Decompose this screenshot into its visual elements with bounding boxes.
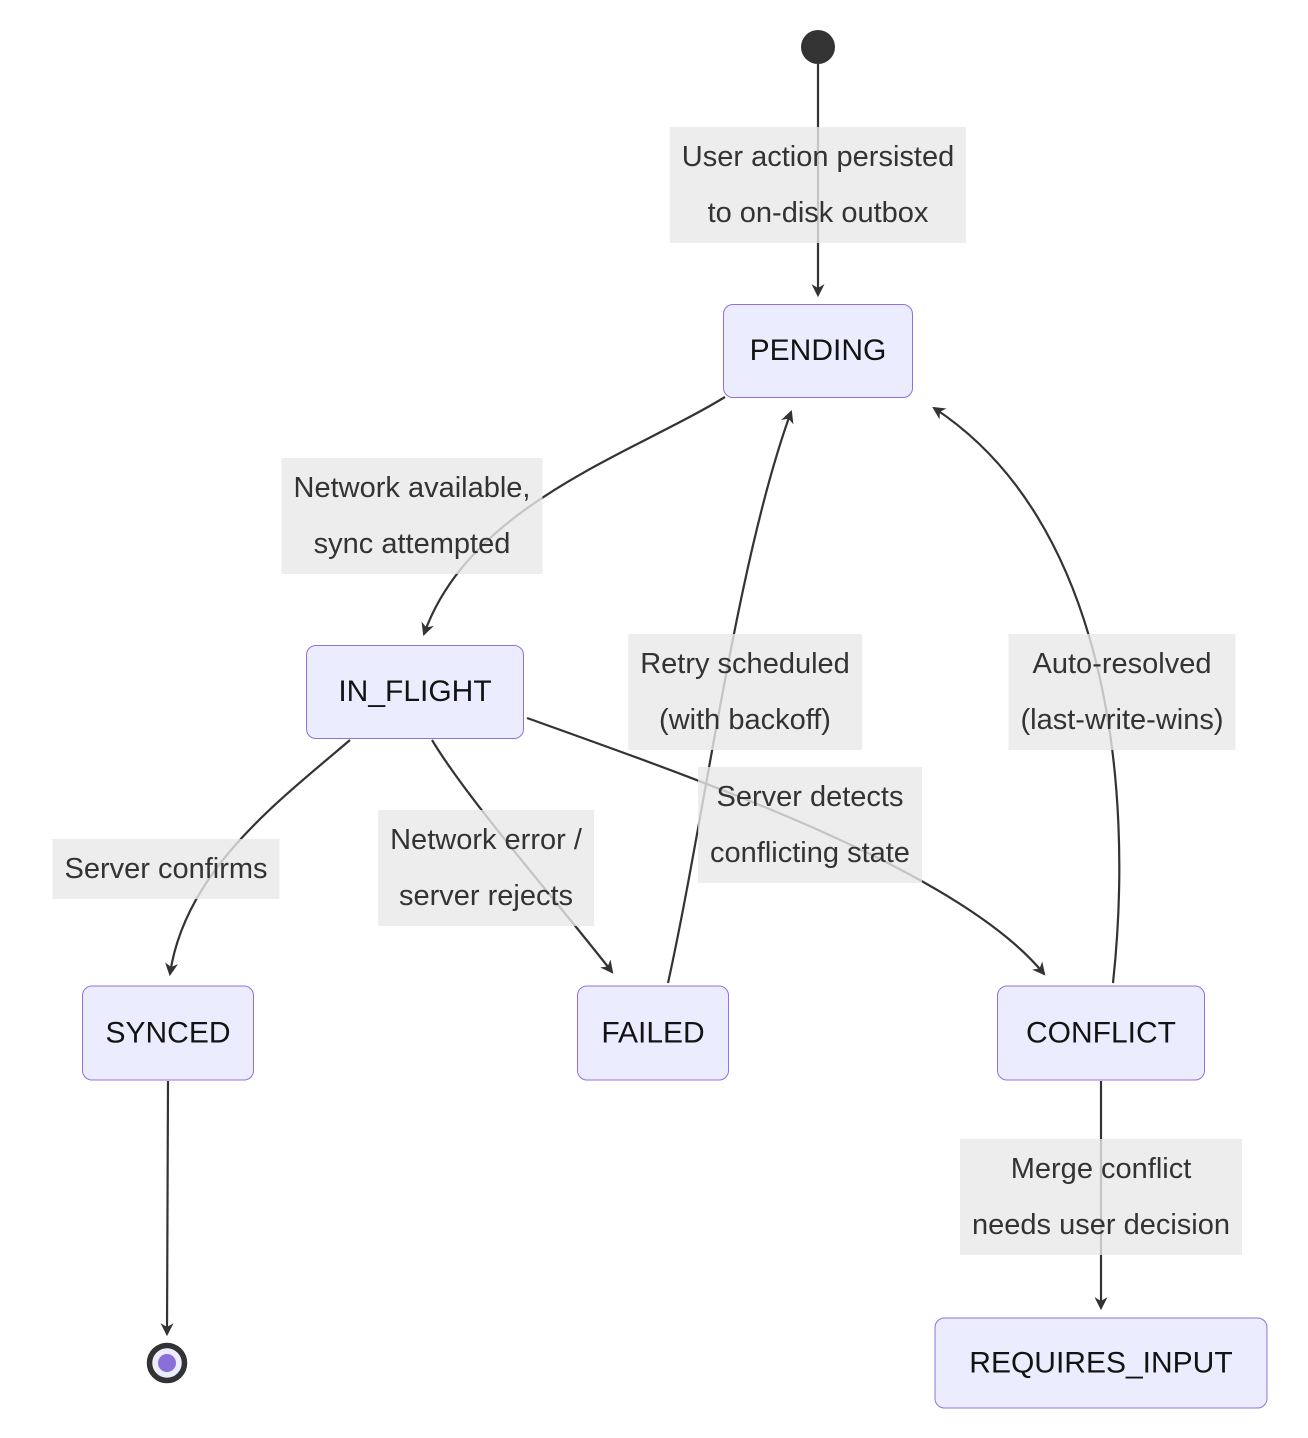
edge-label-in-flight-to-synced: Server confirms	[52, 839, 280, 899]
edge-label-line: Server confirms	[64, 853, 268, 885]
edge-label-failed-to-pending: Retry scheduled (with backoff)	[628, 634, 862, 750]
edge-label-line: server rejects	[398, 880, 574, 912]
state-node-label: FAILED	[601, 1016, 705, 1049]
state-node-synced: SYNCED	[82, 985, 254, 1081]
edge-label-in-flight-to-failed: Network error / server rejects	[378, 810, 594, 926]
state-node-label: CONFLICT	[1026, 1016, 1176, 1049]
edge-label-line: Network error /	[390, 824, 582, 856]
edge-label-line: User action persisted	[681, 141, 955, 173]
state-node-requires-input: REQUIRES_INPUT	[934, 1317, 1268, 1409]
start-state-dot	[801, 30, 835, 64]
edge-label-line: sync attempted	[313, 528, 511, 560]
state-node-label: PENDING	[749, 334, 887, 367]
edge-label-conflict-to-requires-input: Merge conflict needs user decision	[960, 1139, 1242, 1255]
edge-label-line: (with backoff)	[659, 704, 831, 736]
edge-label-line: Auto-resolved	[1032, 648, 1212, 680]
edge-label-conflict-to-pending: Auto-resolved (last-write-wins)	[1008, 634, 1236, 750]
edge-label-line: Server detects	[716, 781, 904, 813]
state-node-failed: FAILED	[577, 985, 729, 1081]
state-node-in-flight: IN_FLIGHT	[306, 645, 524, 739]
edge-synced-to-end	[160, 1080, 174, 1337]
edge-label-line: Merge conflict	[1010, 1153, 1192, 1185]
state-node-conflict: CONFLICT	[997, 985, 1205, 1081]
edge-label-line: Network available,	[293, 472, 531, 504]
edge-label-pending-to-in-flight: Network available, sync attempted	[281, 458, 543, 574]
state-node-label: REQUIRES_INPUT	[969, 1346, 1233, 1379]
edge-label-line: to on-disk outbox	[707, 197, 929, 229]
state-node-pending: PENDING	[723, 304, 913, 398]
edge-label-in-flight-to-conflict: Server detects conflicting state	[698, 767, 922, 883]
edge-label-line: Retry scheduled	[640, 648, 850, 680]
edge-label-line: (last-write-wins)	[1020, 704, 1224, 736]
edge-label-line: needs user decision	[972, 1209, 1230, 1241]
state-node-label: SYNCED	[105, 1016, 231, 1049]
edge-pending-to-in-flight	[421, 396, 726, 637]
final-state-icon	[146, 1342, 188, 1384]
edge-label-line: conflicting state	[710, 837, 910, 869]
edge-label-start-to-pending: User action persisted to on-disk outbox	[669, 127, 967, 243]
state-node-label: IN_FLIGHT	[338, 675, 492, 708]
